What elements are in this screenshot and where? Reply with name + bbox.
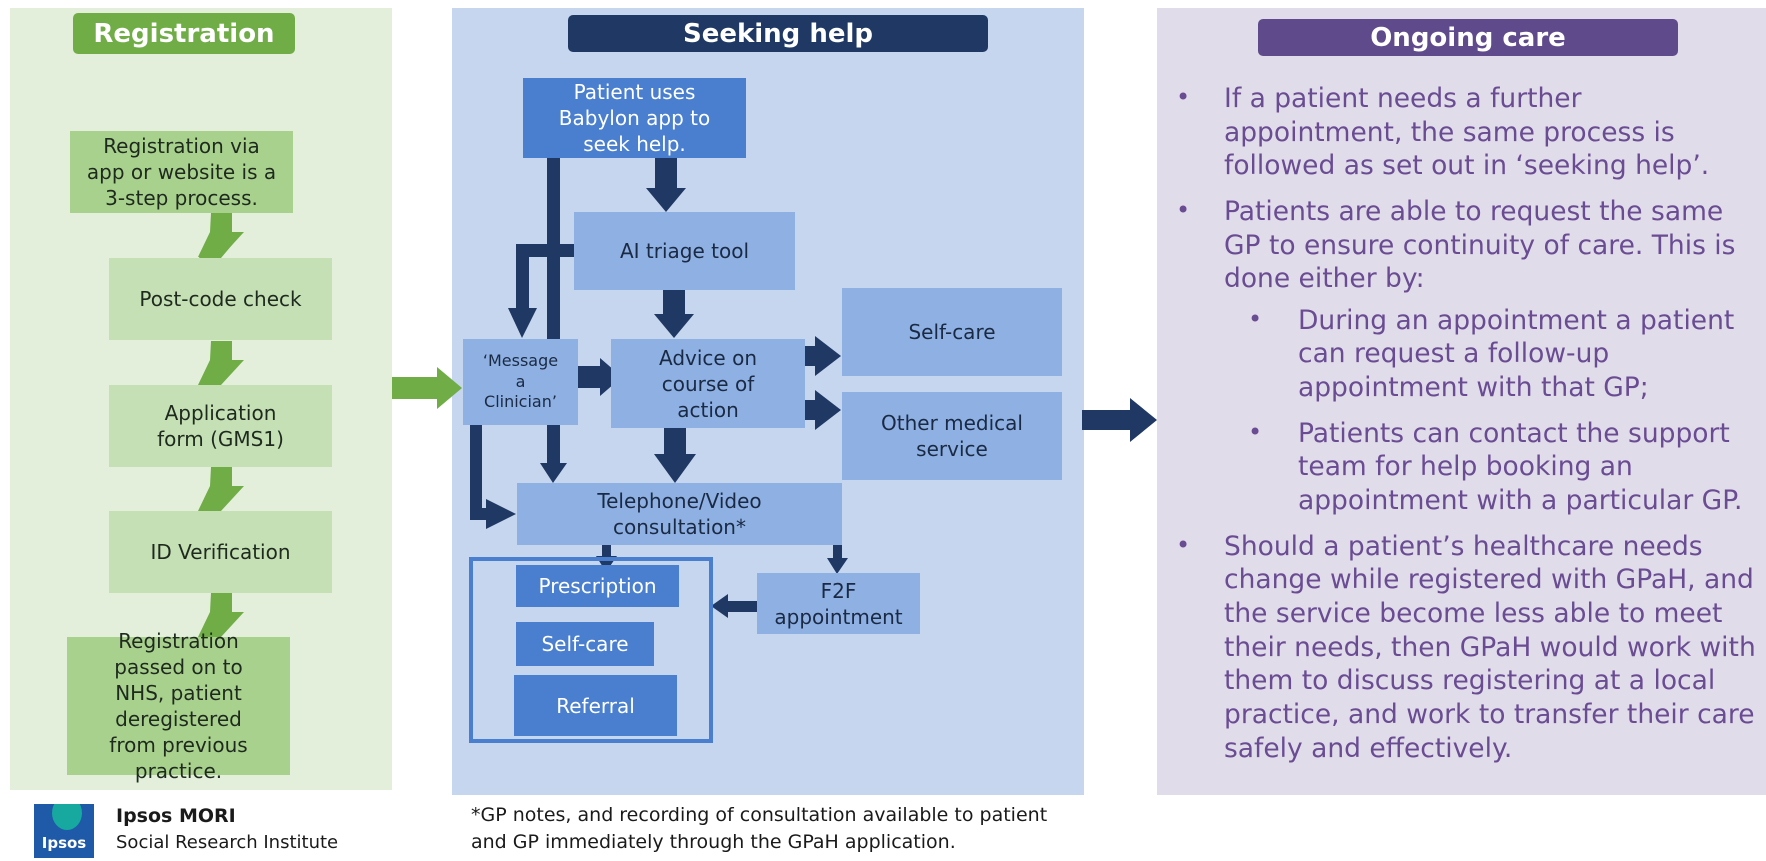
logo-teal-shape <box>52 804 82 830</box>
arrow-seeking-to-ongoing <box>1082 398 1157 442</box>
outcome-self-care-box: Self-care <box>516 622 654 666</box>
self-care-box: Self-care <box>842 288 1062 376</box>
arrow-message-to-advice-stem <box>578 366 600 388</box>
ongoing-bullet-1-text: If a patient needs a further appointment… <box>1224 83 1710 182</box>
arrow-telephone-to-prescription-stem <box>602 544 611 556</box>
ongoing-care-header: Ongoing care <box>1258 19 1678 56</box>
sub-bullet-follow-up: During an appointment a patient can requ… <box>1224 304 1760 405</box>
patient-uses-app-box: Patient uses Babylon app to seek help. <box>523 78 746 158</box>
outcomes-group <box>469 557 713 743</box>
green-arrow-step-3 <box>198 467 244 511</box>
registration-step-nhs: Registration passed on to NHS, patient d… <box>67 629 290 783</box>
registration-step-application-form: Application form (GMS1) <box>109 385 332 467</box>
arrow-ai-to-advice-stem <box>663 290 685 314</box>
green-arrow-step-2 <box>198 341 244 385</box>
green-arrow-step-1 <box>198 213 244 257</box>
registration-step-id-verification: ID Verification <box>109 511 332 593</box>
arrow-patient-to-ai-stem <box>655 158 677 188</box>
other-medical-service-box: Other medical service <box>842 392 1062 480</box>
arrow-patient-to-telephone-head <box>540 463 567 483</box>
registration-step-postcode: Post-code check <box>109 258 332 340</box>
logo-subtitle: Social Research Institute <box>116 832 339 853</box>
ongoing-bullet-further-appointment: If a patient needs a further appointment… <box>1160 82 1760 183</box>
arrow-ai-to-message-h <box>516 244 575 257</box>
logo-icon-text: Ipsos <box>41 834 87 852</box>
arrow-advice-to-telephone-stem <box>664 428 686 454</box>
ongoing-bullet-3-text: Should a patient’s healthcare needs chan… <box>1224 530 1756 764</box>
arrow-telephone-to-f2f-head <box>827 558 848 574</box>
green-arrow-step-4 <box>198 593 244 637</box>
f2f-appointment-box: F2F appointment <box>757 573 920 634</box>
arrow-patient-to-ai-head <box>646 188 686 212</box>
ipsos-logo-icon: Ipsos <box>34 804 94 858</box>
message-clinician-box: ‘Message a Clinician’ <box>463 339 578 425</box>
ongoing-bullet-same-gp: Patients are able to request the same GP… <box>1160 195 1760 518</box>
seeking-help-header: Seeking help <box>568 15 988 52</box>
arrow-message-to-telephone-head <box>486 499 516 529</box>
arrow-registration-to-seeking <box>392 367 462 409</box>
arrow-ai-to-advice-head <box>654 314 694 338</box>
ai-triage-box: AI triage tool <box>574 212 795 290</box>
arrow-advice-to-other-head <box>815 390 841 430</box>
ongoing-care-list: If a patient needs a further appointment… <box>1160 82 1760 777</box>
telephone-video-box: Telephone/Video consultation* <box>517 483 842 545</box>
sub-bullet-2-text: Patients can contact the support team fo… <box>1298 417 1743 517</box>
registration-step-app: Registration via app or website is a 3-s… <box>70 131 293 213</box>
advice-box: Advice on course of action <box>611 339 805 428</box>
arrow-message-to-telephone-h <box>470 508 488 520</box>
registration-header: Registration <box>73 13 295 54</box>
arrow-ai-to-message-v <box>516 244 529 308</box>
arrow-advice-to-telephone-head <box>654 454 696 483</box>
arrow-telephone-to-f2f-stem <box>833 544 842 559</box>
arrow-ai-to-message-head <box>508 308 537 338</box>
arrow-f2f-to-outcomes-stem <box>726 601 758 612</box>
prescription-box: Prescription <box>516 565 679 607</box>
arrow-f2f-to-outcomes-head <box>711 594 728 618</box>
sub-bullet-1-text: During an appointment a patient can requ… <box>1298 304 1735 404</box>
same-gp-sublist: During an appointment a patient can requ… <box>1224 304 1760 518</box>
logo-name: Ipsos MORI <box>116 805 236 827</box>
referral-box: Referral <box>514 675 677 736</box>
arrow-message-to-telephone-v <box>470 425 482 520</box>
footnote: *GP notes, and recording of consultation… <box>471 804 1048 853</box>
ongoing-bullet-needs-change: Should a patient’s healthcare needs chan… <box>1160 530 1760 765</box>
sub-bullet-support-team: Patients can contact the support team fo… <box>1224 417 1760 518</box>
ongoing-bullet-2-text: Patients are able to request the same GP… <box>1224 195 1736 295</box>
arrow-advice-to-selfcare-head <box>815 336 841 376</box>
